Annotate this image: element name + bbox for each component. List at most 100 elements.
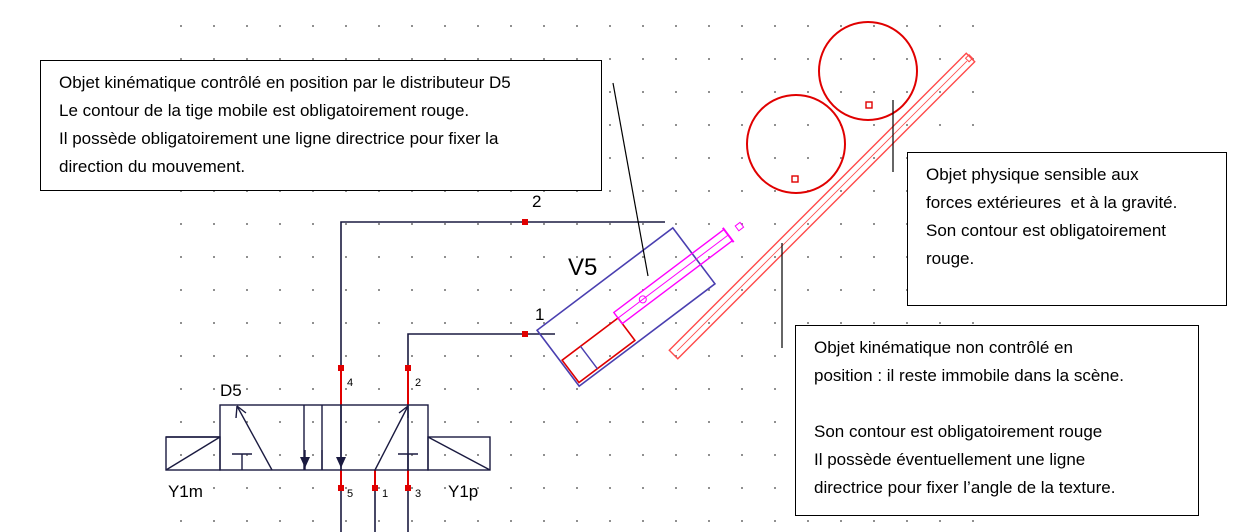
grid-dot: [510, 190, 512, 192]
grid-dot: [543, 388, 545, 390]
grid-dot: [510, 256, 512, 258]
grid-dot: [411, 388, 413, 390]
grid-dot: [345, 454, 347, 456]
grid-dot: [642, 322, 644, 324]
grid-dot: [279, 190, 281, 192]
grid-dot: [279, 454, 281, 456]
grid-dot: [609, 223, 611, 225]
grid-dot: [609, 190, 611, 192]
grid-dot: [477, 520, 479, 522]
callout-physical-object: Objet physique sensible aux forces extér…: [907, 152, 1227, 306]
grid-dot: [246, 25, 248, 27]
grid-dot: [213, 454, 215, 456]
grid-dot: [180, 355, 182, 357]
grid-dot: [609, 520, 611, 522]
grid-dot: [378, 190, 380, 192]
grid-dot: [477, 421, 479, 423]
ball-lower-center: [791, 175, 799, 183]
grid-dot: [246, 223, 248, 225]
grid-dot: [741, 355, 743, 357]
grid-dot: [279, 355, 281, 357]
grid-dot: [576, 487, 578, 489]
grid-dot: [741, 256, 743, 258]
grid-dot: [708, 91, 710, 93]
port-markers: [338, 219, 528, 491]
grid-dot: [840, 223, 842, 225]
grid-dot: [378, 355, 380, 357]
grid-dot: [609, 421, 611, 423]
grid-dot: [576, 355, 578, 357]
grid-dot: [774, 289, 776, 291]
leader-lines: [612, 82, 894, 348]
grid-dot: [972, 520, 974, 522]
grid-dot: [345, 520, 347, 522]
grid-dot: [675, 454, 677, 456]
grid-dot: [675, 487, 677, 489]
grid-dot: [939, 91, 941, 93]
grid-dot: [708, 223, 710, 225]
grid-dot: [213, 25, 215, 27]
grid-dot: [213, 223, 215, 225]
grid-dot: [213, 322, 215, 324]
grid-dot: [840, 520, 842, 522]
grid-dot: [378, 25, 380, 27]
grid-dot: [444, 487, 446, 489]
grid-dot: [609, 454, 611, 456]
label-solenoid-right: Y1p: [448, 482, 478, 501]
grid-dot: [939, 322, 941, 324]
grid-dot: [708, 421, 710, 423]
callout-line: rouge.: [926, 249, 975, 268]
grid-dot: [543, 355, 545, 357]
grid-dot: [411, 289, 413, 291]
label-cylinder: V5: [568, 254, 597, 281]
grid-dot: [444, 58, 446, 60]
grid-dot: [873, 223, 875, 225]
grid-dot: [543, 25, 545, 27]
grid-dot: [741, 421, 743, 423]
grid-dot: [345, 58, 347, 60]
grid-dot: [312, 289, 314, 291]
grid-dot: [774, 124, 776, 126]
grid-dot: [576, 223, 578, 225]
grid-dot: [411, 190, 413, 192]
grid-dot: [477, 322, 479, 324]
grid-dot: [213, 421, 215, 423]
grid-dot: [609, 487, 611, 489]
grid-dot: [807, 289, 809, 291]
grid-dot: [576, 256, 578, 258]
ramp-object: [668, 52, 976, 360]
grid-dot: [807, 124, 809, 126]
grid-dot: [444, 355, 446, 357]
grid-dot: [510, 58, 512, 60]
grid-dot: [807, 157, 809, 159]
grid-dot: [246, 487, 248, 489]
grid-dot: [180, 25, 182, 27]
grid-dot: [675, 58, 677, 60]
grid-dot: [543, 520, 545, 522]
callout-line: Objet kinématique contrôlé en position p…: [59, 73, 511, 92]
grid-dot: [180, 289, 182, 291]
grid-dot: [345, 421, 347, 423]
grid-dot: [345, 289, 347, 291]
callout-controlled-kinematic: Objet kinématique contrôlé en position p…: [40, 60, 602, 191]
grid-dot: [741, 454, 743, 456]
grid-dot: [807, 25, 809, 27]
grid-dot: [741, 223, 743, 225]
line-port-4-to-2: [340, 221, 665, 532]
grid-dot: [312, 355, 314, 357]
grid-dot: [609, 157, 611, 159]
grid-dot: [642, 454, 644, 456]
grid-dot: [906, 322, 908, 324]
grid-dot: [642, 223, 644, 225]
grid-dot: [312, 58, 314, 60]
grid-dot: [840, 256, 842, 258]
grid-dot: [378, 487, 380, 489]
grid-dot: [378, 454, 380, 456]
grid-dot: [477, 487, 479, 489]
grid-dot: [708, 388, 710, 390]
grid-dot: [444, 223, 446, 225]
grid-dot: [444, 421, 446, 423]
grid-dot: [411, 223, 413, 225]
grid-dot: [378, 388, 380, 390]
